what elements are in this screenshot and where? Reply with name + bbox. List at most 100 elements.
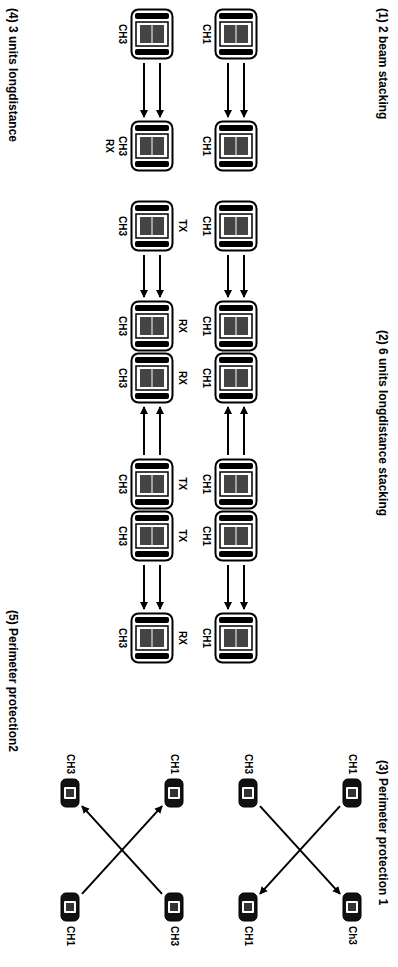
sensor-unit: CH1 [60,892,80,922]
sensor-unit: CH1 [238,892,258,922]
sensor-icon [130,352,174,404]
sensor-icon [214,458,258,510]
sensor-icon [130,8,174,60]
unit-label: CH3 [116,316,128,336]
sensor-unit: CH3RX [130,120,174,172]
sensor-icon [214,352,258,404]
sensor-icon [130,458,174,510]
sensor-icon [164,778,184,808]
sensor-unit: CH1 [214,300,258,352]
sensor-icon [342,892,362,922]
sensor-icon [130,300,174,352]
unit-label: CH1 [200,216,212,236]
sensor-icon [60,892,80,922]
sensor-unit: RXCH3 [130,300,174,352]
beam-arrow [260,806,340,894]
beam-arrow [82,806,162,894]
unit-label: CH3 [242,754,254,774]
sensor-unit: CH1 [214,458,258,510]
sensor-unit: RXCH3 [130,352,174,404]
unit-label: CH1 [200,526,212,546]
sensor-unit: CH1 [214,200,258,252]
unit-label: CH3 [116,628,128,648]
beam-arrow [227,407,229,455]
sensor-icon [214,8,258,60]
sensor-unit: CH1 [164,778,184,808]
beam-arrow [159,63,161,117]
sensor-unit: CH3 [130,8,174,60]
beam-arrow [227,255,229,297]
unit-label: CH3 [168,926,180,946]
sensor-icon [342,778,362,808]
beam-arrow [227,63,229,117]
sensor-icon [60,778,80,808]
sensor-unit: CH1 [342,778,362,808]
unit-label: CH1 [200,316,212,336]
sensor-unit: TXCH3 [130,458,174,510]
beam-arrow [143,63,145,117]
unit-label: RX [103,139,115,153]
sensor-icon [214,612,258,664]
unit-label: CH3 [116,24,128,44]
beam-arrow [243,565,245,609]
unit-label: RX [176,319,188,333]
sensor-icon [164,892,184,922]
sensor-unit: CH1 [214,352,258,404]
unit-label: RX [176,371,188,385]
unit-label: CH1 [242,926,254,946]
sensor-unit: CH3 [60,778,80,808]
unit-label: Ch3 [346,926,358,945]
section-title: (1) 2 beam stacking [376,8,390,119]
sensor-icon [130,612,174,664]
section-title: (2) 6 units longdistance stacking [376,330,390,516]
sensor-unit: CH1 [214,8,258,60]
sensor-unit: TXCH3 [130,510,174,562]
sensor-unit: CH3 [238,778,258,808]
sensor-unit: CH1 [214,510,258,562]
beam-arrow [260,806,340,894]
sensor-unit: CH3 [164,892,184,922]
unit-label: CH3 [116,526,128,546]
unit-label: CH3 [116,216,128,236]
sensor-icon [130,200,174,252]
unit-label: CH3 [116,136,128,156]
section-title: (5) Perimeter protection2 [6,610,20,752]
unit-label: CH1 [346,754,358,774]
sensor-icon [130,510,174,562]
section-title: (3) Perimeter protection 1 [376,760,390,905]
beam-arrow [159,407,161,455]
sensor-icon [214,510,258,562]
unit-label: CH1 [168,754,180,774]
unit-label: CH1 [64,926,76,946]
beam-arrow [82,806,162,894]
beam-arrow [227,565,229,609]
unit-label: TX [176,478,188,491]
sensor-unit: Ch3 [342,892,362,922]
sensor-icon [214,200,258,252]
sensor-unit: TXCH3 [130,200,174,252]
beam-arrow [243,63,245,117]
sensor-unit: CH1 [214,612,258,664]
unit-label: CH1 [200,368,212,388]
beam-arrow [159,255,161,297]
sensor-unit: RXCH3 [130,612,174,664]
sensor-icon [238,778,258,808]
unit-label: CH3 [64,754,76,774]
beam-arrow [243,407,245,455]
beam-arrow [159,565,161,609]
section-title: (4) 3 units longdistance [6,8,20,142]
unit-label: CH3 [116,368,128,388]
sensor-icon [238,892,258,922]
sensor-icon [130,120,174,172]
unit-label: RX [176,631,188,645]
unit-label: CH3 [116,474,128,494]
unit-label: TX [176,530,188,543]
sensor-icon [214,120,258,172]
unit-label: TX [176,220,188,233]
unit-label: CH1 [200,136,212,156]
beam-arrow [143,255,145,297]
sensor-unit: CH1 [214,120,258,172]
beam-arrow [143,407,145,455]
sensor-icon [214,300,258,352]
